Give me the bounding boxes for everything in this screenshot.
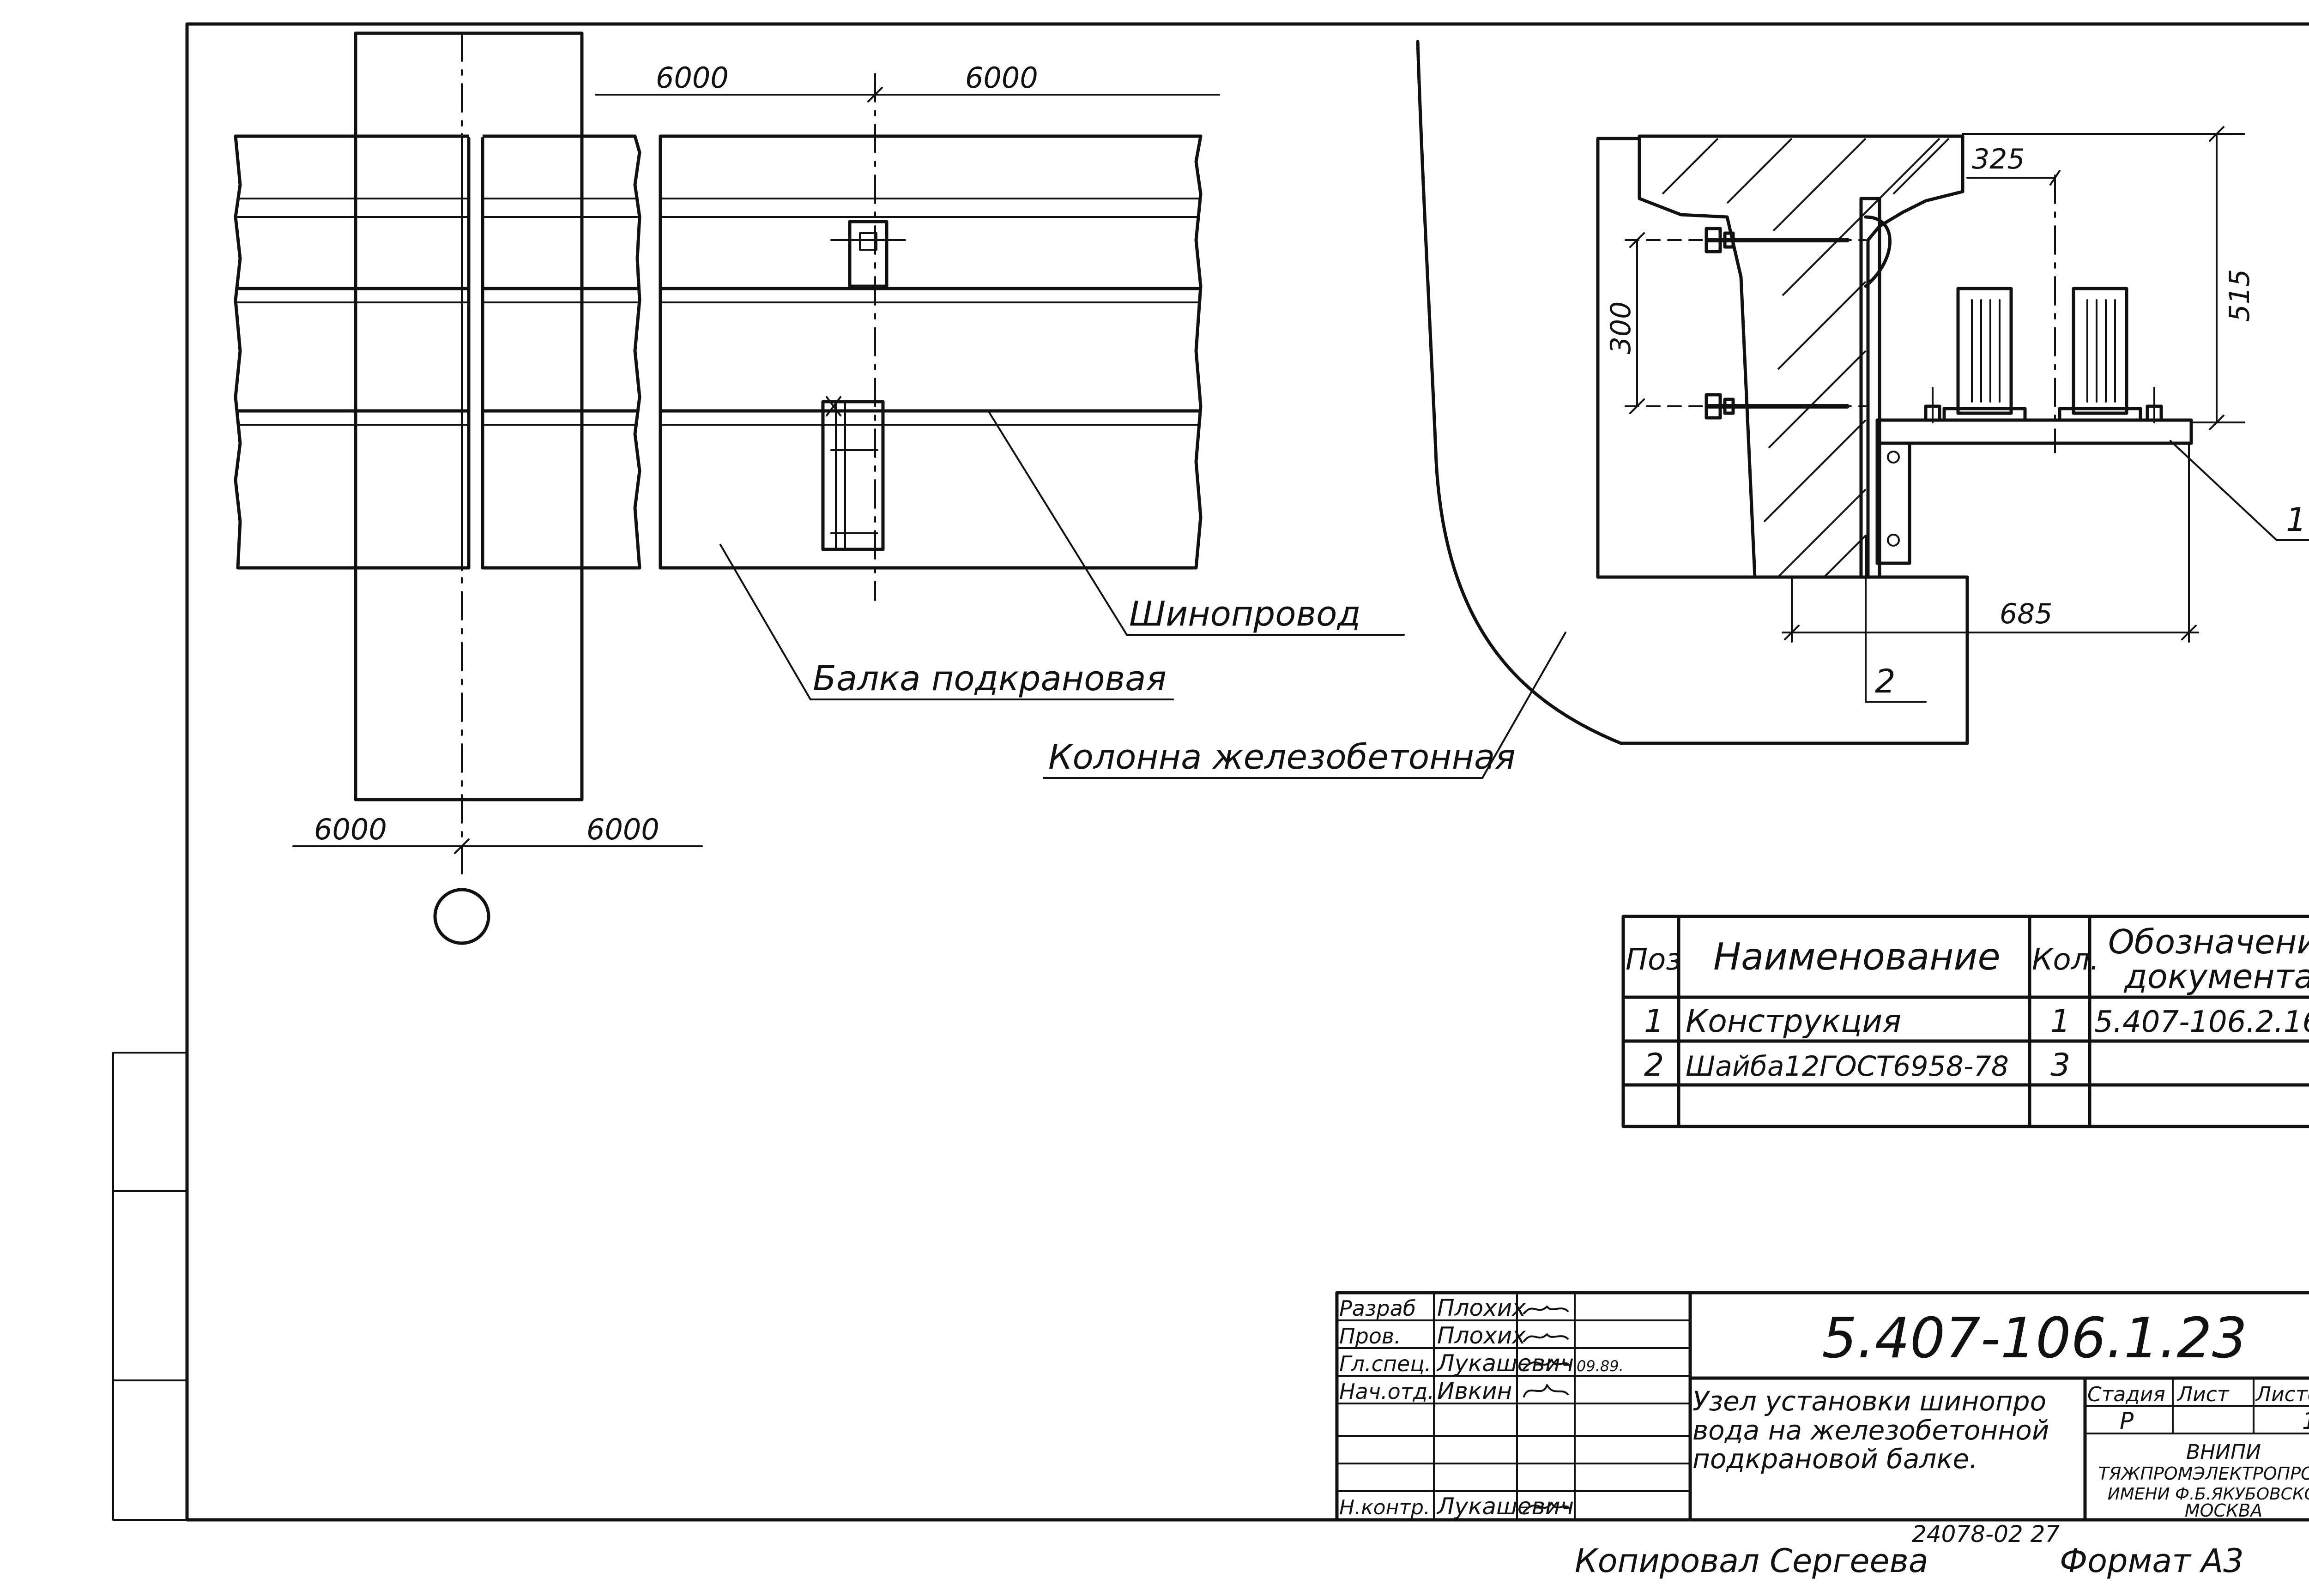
spec-row-2-qty: 3	[2050, 1047, 2070, 1084]
signature-1	[1523, 1306, 1569, 1314]
org-line-3: ИМЕНИ Ф.Б.ЯКУБОВСКОГО	[2108, 1485, 2309, 1504]
dim-top-left: 6000	[656, 61, 729, 95]
section-view: 325 515 300 685 1 2 Колонна жел	[1043, 40, 2309, 779]
role-4: Нач.отд.	[1339, 1379, 1434, 1404]
spec-row-1-pos: 1	[1644, 1003, 1664, 1040]
label-crane-beam: Балка подкрановая	[813, 659, 1167, 699]
spec-header-doc-1: Обозначение	[2108, 922, 2309, 961]
label-busway: Шинопровод	[1129, 594, 1361, 634]
spec-table: Поз Наименование Кол. Обозначение докуме…	[1621, 915, 2309, 1128]
beam-hatch	[1662, 138, 1950, 578]
sheets-value: 1	[2302, 1408, 2309, 1434]
pos-1-marker: 1	[2286, 501, 2307, 539]
copied-by: Копировал Сергеева	[1575, 1542, 1928, 1580]
dim-bottom-right: 6000	[586, 813, 659, 846]
title-line-2: вода на железобетонной	[1692, 1415, 2049, 1446]
axis-bubble	[433, 888, 490, 945]
signature-4	[1523, 1384, 1569, 1397]
sheets-label: Листов	[2255, 1383, 2309, 1406]
spec-row-2-pos: 2	[1644, 1047, 1664, 1084]
spec-header-pos: Поз	[1626, 943, 1681, 977]
signature-5	[1523, 1502, 1571, 1513]
role-4-name: Ивкин	[1437, 1378, 1512, 1404]
title-line-1: Узел установки шинопро	[1692, 1385, 2046, 1417]
signature-3	[1523, 1359, 1571, 1370]
dim-bottom-left: 6000	[314, 813, 387, 846]
label-column: Колонна железобетонная	[1048, 737, 1516, 777]
bracket-construction	[1875, 175, 2193, 565]
spec-row-2-name: Шайба12ГОСТ6958-78	[1686, 1050, 2009, 1083]
dim-685: 685	[2000, 598, 2053, 630]
title-doc-number: 5.407-106.1.23	[1822, 1307, 2247, 1371]
org-line-4: МОСКВА	[2185, 1500, 2262, 1521]
footer: 24078-02 27 Копировал Сергеева Формат А3	[1575, 1521, 2244, 1580]
stage-label: Стадия	[2087, 1383, 2165, 1406]
title-block: 5.407-106.1.23 Разраб Плохих Пров. Плохи…	[1335, 1291, 2309, 1522]
pos-2-marker: 2	[1875, 662, 1896, 700]
beam-section	[1625, 134, 1964, 579]
role-2: Пров.	[1339, 1324, 1401, 1349]
spec-header-name: Наименование	[1713, 935, 2001, 978]
archive-number: 24078-02 27	[1912, 1521, 2060, 1548]
org-line-2: ТЯЖПРОМЭЛЕКТРОПРОЕКТ	[2098, 1464, 2309, 1484]
spec-row-1-doc: 5.407-106.2.16	[2094, 1005, 2309, 1039]
sheet-format: Формат А3	[2060, 1542, 2244, 1580]
dimension-top: 6000 6000	[595, 61, 1220, 102]
crane-beam-right	[659, 73, 1203, 601]
org-line-1: ВНИПИ	[2186, 1440, 2261, 1464]
crane-beam-left	[234, 133, 641, 571]
dim-325: 325	[1972, 143, 2025, 175]
section-leaders: 1 2 Колонна железобетонная	[1043, 440, 2309, 779]
spec-header-qty: Кол.	[2032, 943, 2099, 977]
role-5-name: Лукашевич	[1436, 1493, 1574, 1520]
signature-2	[1523, 1333, 1569, 1342]
spec-row-1-qty: 1	[2050, 1003, 2070, 1040]
role-5: Н.контр.	[1339, 1496, 1430, 1519]
dimension-bottom: 6000 6000	[292, 813, 703, 854]
plan-leaders: Шинопровод Балка подкрановая	[719, 410, 1405, 700]
role-2-name: Плохих	[1437, 1322, 1526, 1349]
role-3: Гл.спец.	[1339, 1351, 1431, 1376]
stage-value: Р	[2120, 1408, 2134, 1434]
role-1-name: Плохих	[1437, 1295, 1526, 1321]
plan-view: 6000 6000 6000 6000 Шинопровод Балка под…	[234, 31, 1405, 945]
role-3-name: Лукашевич	[1436, 1350, 1574, 1377]
title-line-3: подкрановой балке.	[1692, 1443, 1978, 1475]
sheet-label: Лист	[2176, 1383, 2230, 1406]
role-3-date: 09.89.	[1577, 1357, 1624, 1375]
dim-300: 300	[1605, 301, 1637, 355]
spec-row-1-name: Конструкция	[1686, 1003, 1901, 1040]
spec-header-doc-2: документа	[2123, 957, 2309, 996]
role-1: Разраб	[1339, 1296, 1416, 1321]
section-dimensions: 325 515 300 685	[1605, 126, 2256, 643]
sheet-frame	[112, 22, 2309, 1522]
dim-top-right: 6000	[965, 61, 1038, 95]
dim-515: 515	[2224, 269, 2256, 322]
